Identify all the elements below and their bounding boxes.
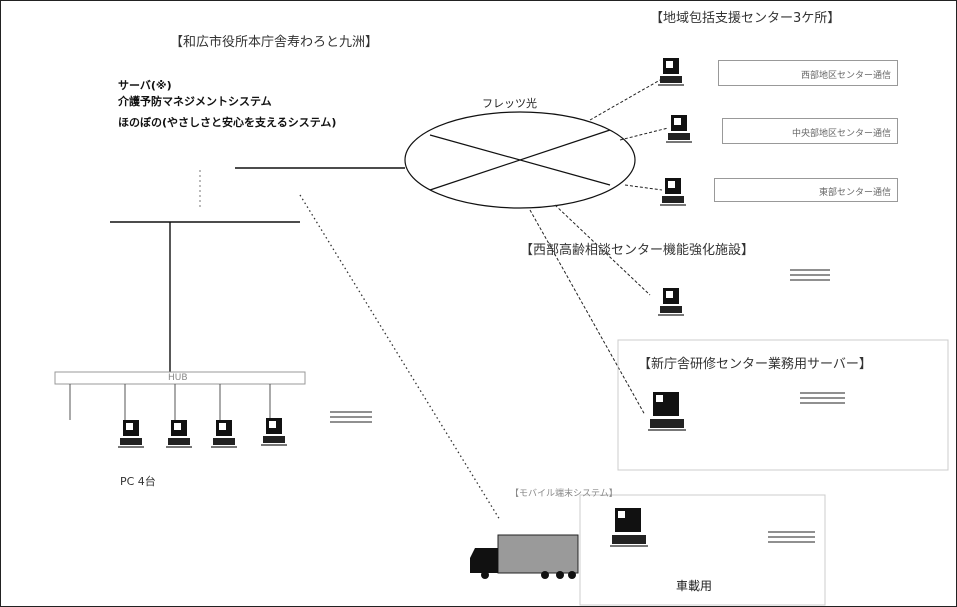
honobono-line: ほのぼの(やさしさと安心を支えるシステム) xyxy=(118,117,336,128)
pc-count: PC 4台 xyxy=(120,476,156,487)
info-box: 西部地区センター通信 xyxy=(718,60,898,86)
vehicle-label: 車載用 xyxy=(676,580,712,592)
computer-icon xyxy=(662,178,684,206)
west-center-title: 【西部高齢相談センター機能強化施設】 xyxy=(520,244,754,257)
info-box-label: 東部センター通信 xyxy=(819,185,891,198)
hub-drops xyxy=(70,384,270,420)
computer-icon xyxy=(120,420,142,448)
info-box-label: 西部地区センター通信 xyxy=(801,68,891,81)
flets-network xyxy=(405,112,635,208)
system-line: 介護予防マネジメントシステム xyxy=(118,96,272,107)
computer-icon xyxy=(650,392,684,432)
computer-icon xyxy=(660,288,682,316)
legend-lines xyxy=(330,270,845,542)
info-box-label: 中央部地区センター通信 xyxy=(792,126,891,139)
computer-icon xyxy=(660,58,682,86)
headquarters-title: 【和広市役所本庁舎寿わろと九洲】 xyxy=(170,36,378,49)
mobile-title: 【モバイル端末システム】 xyxy=(510,490,618,499)
hub-label: HUB xyxy=(168,374,188,383)
info-box: 東部センター通信 xyxy=(714,178,898,202)
mobile-link xyxy=(300,195,500,520)
training-title: 【新庁舎研修センター業務用サーバー】 xyxy=(638,358,872,371)
info-box: 中央部地区センター通信 xyxy=(722,118,898,144)
computer-icon xyxy=(213,420,235,448)
network-label: フレッツ光 xyxy=(482,98,537,109)
computer-icon xyxy=(612,508,646,548)
computer-icon xyxy=(668,115,690,143)
computer-icon xyxy=(263,418,285,446)
server-line: サーバ(※) xyxy=(118,80,172,91)
truck-icon xyxy=(470,535,578,579)
computer-icon xyxy=(168,420,190,448)
center-title: 【地域包括支援センター3ケ所】 xyxy=(650,12,840,25)
